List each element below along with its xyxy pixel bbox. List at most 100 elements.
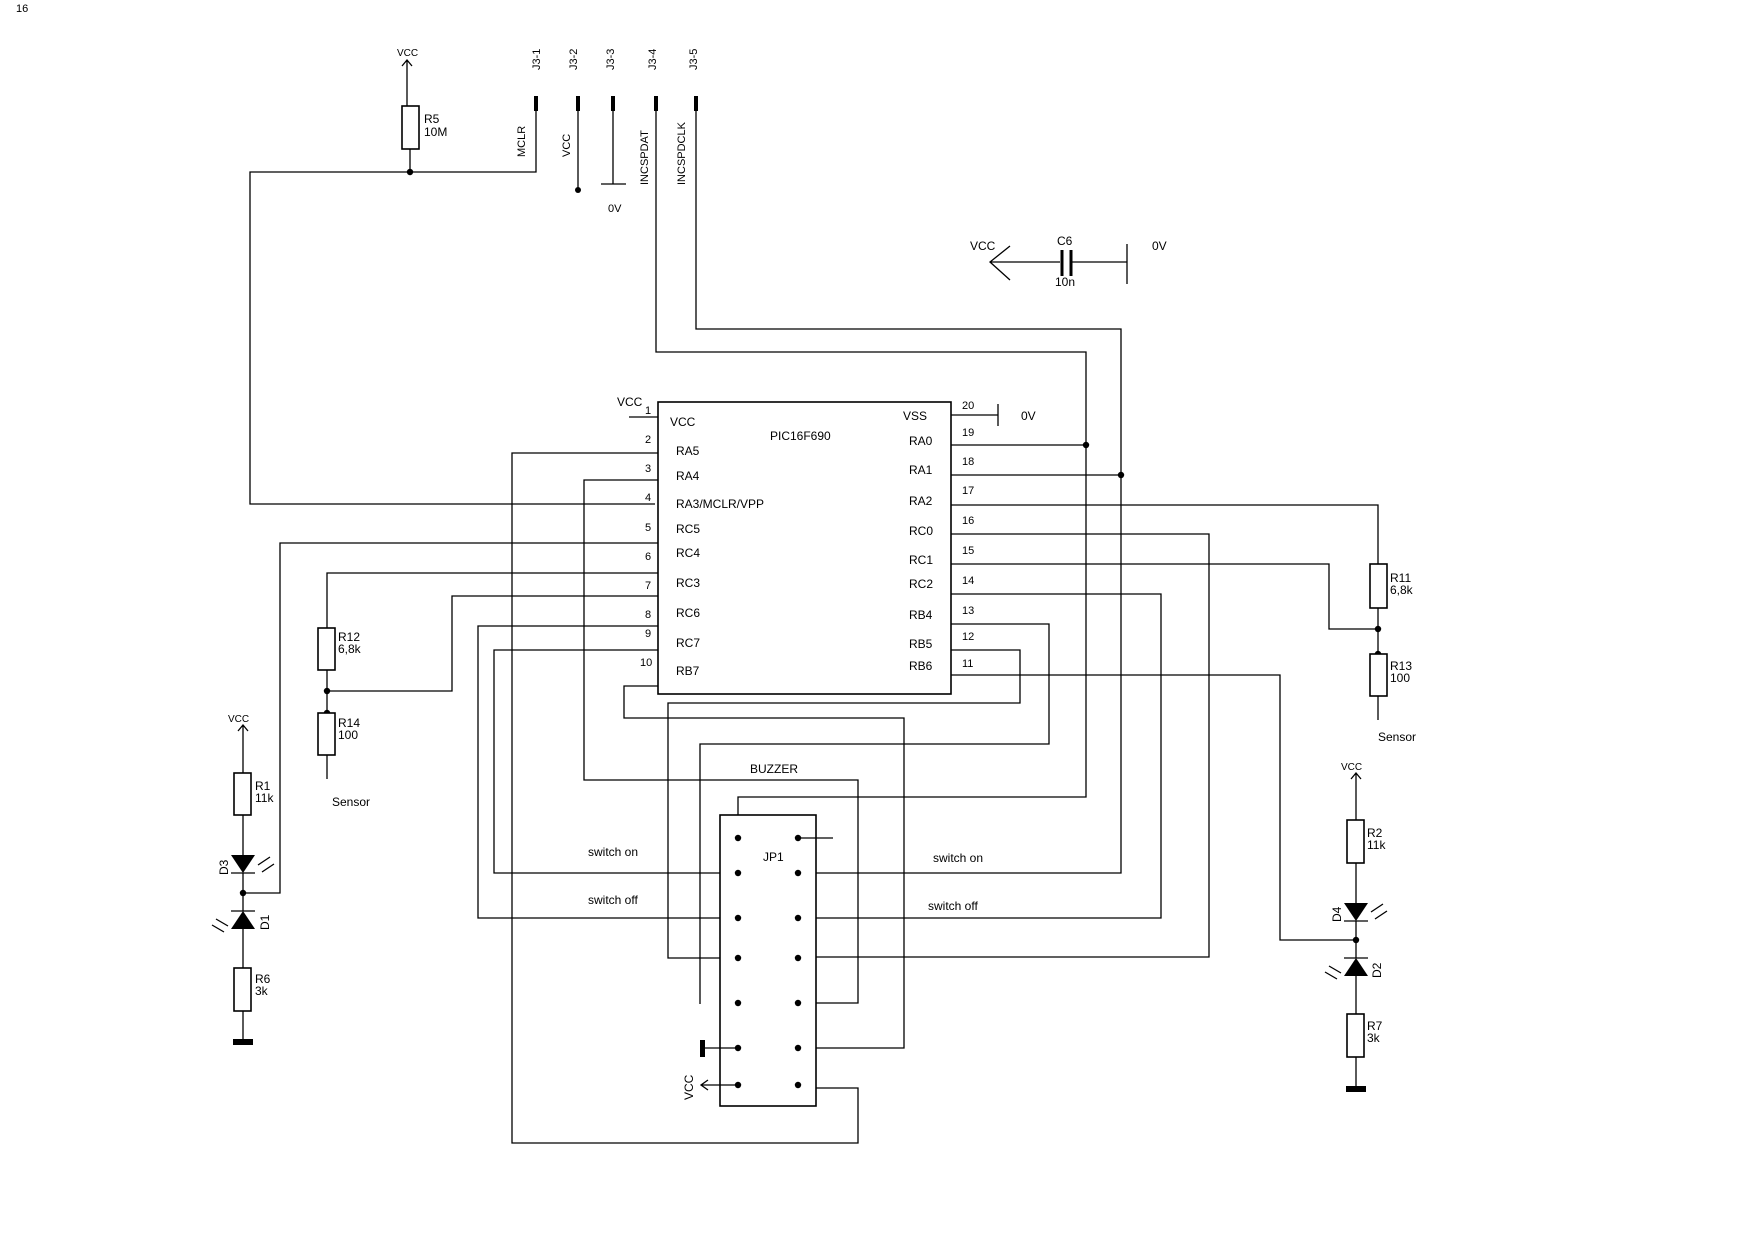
page-number: 16 [16,3,28,15]
pin-name-ra5: RA5 [676,444,700,458]
r2-value: 11k [1367,838,1386,852]
right-gnd-symbol [1346,1086,1366,1092]
pin-num-5: 5 [645,522,651,534]
jp1-pin [794,954,802,962]
wire-rc1 [951,563,1378,630]
pin-num-6: 6 [645,551,651,563]
pin-num-4: 4 [645,492,651,504]
pin-name-vcc: VCC [670,415,696,429]
r6-body [233,967,252,1012]
right-vcc-arrow [1350,771,1362,820]
d1-led-icon [231,911,255,929]
left-vcc-label: VCC [228,714,249,725]
r2-ref: R2 [1367,826,1383,840]
r1-value: 11k [255,791,274,805]
wire-rc7-switch-on [493,649,738,874]
wire-mclr [249,111,655,505]
mcu-pic16f690: PIC16F690 VCC 0V 1 2 3 4 5 6 7 8 9 10 VC… [617,395,1036,695]
d4-led-icon [1344,903,1368,921]
pin-num-13: 13 [962,605,974,617]
r13-body [1369,653,1388,697]
jp1-pin [794,999,802,1007]
j3-pin-1-label: J3-1 [531,49,543,70]
pin-num-19: 19 [962,427,974,439]
j3-pin-4 [654,96,658,111]
wire-incspdclk [695,111,1122,475]
switch-off-left: switch off [588,893,638,907]
mcu-name: PIC16F690 [770,429,831,443]
r13-value: 100 [1390,671,1410,685]
c6-ref: C6 [1057,234,1073,248]
pin-name-vss: VSS [903,409,927,423]
vcc-label: VCC [397,48,418,59]
j3-pin-1 [534,96,538,111]
switch-on-left: switch on [588,845,638,859]
junction [323,687,331,695]
connector-j3: J3-1 J3-2 J3-3 J3-4 J3-5 MCLR VCC INCSPD… [249,49,1122,505]
vcc-arrow [401,58,413,106]
jp1-pin [794,914,802,922]
r14-body [317,712,336,756]
pin-num-16: 16 [962,515,974,527]
jp1-gnd-symbol [700,1040,705,1057]
left-gnd-symbol [233,1039,253,1045]
r12-ref: R12 [338,630,360,644]
junction [406,168,414,176]
jp1-pin [794,1044,802,1052]
wire-ra1-switch-on [798,475,1122,874]
d4-ref: D4 [1330,906,1344,922]
wire-rb4 [699,623,1050,1004]
sensor-divider-left: R12 6,8k R14 100 Sensor [317,627,370,809]
capacitor-c6: VCC C6 10n 0V [970,234,1167,289]
pin-num-3: 3 [645,463,651,475]
jp1-pin [734,869,742,877]
r6-value: 3k [255,984,269,998]
pin-name-rc7: RC7 [676,636,700,650]
d2-light-icon [1324,965,1342,980]
wire-rc6-switch-off [477,625,738,919]
r11-value: 6,8k [1390,583,1414,597]
wire-ra5 [511,452,859,1144]
pin-name-ra1: RA1 [909,463,933,477]
jp1-vcc-label: VCC [682,1074,696,1100]
d1-light-icon [211,918,229,933]
pin-name-rc3: RC3 [676,576,700,590]
d2-led-icon [1344,958,1368,976]
resistor-r5: VCC R5 10M [397,48,447,176]
d1-ref: D1 [258,914,272,930]
r12-value: 6,8k [338,642,362,656]
wire-rb6 [951,674,1356,941]
r13-ref: R13 [1390,659,1412,673]
led-chain-right: VCC R2 11k D4 D2 R7 3k [1324,762,1388,1092]
j3-gnd-label: 0V [608,203,622,215]
d3-ref: D3 [217,859,231,875]
signal-vcc: VCC [561,134,573,157]
pin-num-10: 10 [640,657,652,669]
wire-rc3 [327,595,658,692]
pin-num-8: 8 [645,609,651,621]
buzzer-label: BUZZER [750,762,798,776]
right-vcc-label: VCC [1341,762,1362,773]
j3-pin-2-label: J3-2 [568,49,580,70]
wire-ra4-buzzer [583,479,859,1004]
mcu-gnd-label: 0V [1021,409,1036,423]
sensor-left-label: Sensor [332,795,370,809]
r7-value: 3k [1367,1031,1381,1045]
jp1-pin [794,834,802,842]
pin-name-rb6: RB6 [909,659,933,673]
r12-body [317,627,336,671]
jp1-pin [794,1081,802,1089]
j3-pin-4-label: J3-4 [647,49,659,70]
j3-pin-5 [694,96,698,111]
r5-value: 10M [424,125,447,139]
junction [1374,625,1382,633]
sensor-divider-right: R11 6,8k R13 100 Sensor [1369,563,1416,744]
pin-num-14: 14 [962,575,974,587]
jp1-pin [734,954,742,962]
junction [239,889,247,897]
r11-ref: R11 [1390,571,1411,585]
jp1-pin [794,869,802,877]
wire-incspdat [655,111,1087,445]
wire-rb7 [623,685,905,1049]
r11-body [1369,563,1388,609]
